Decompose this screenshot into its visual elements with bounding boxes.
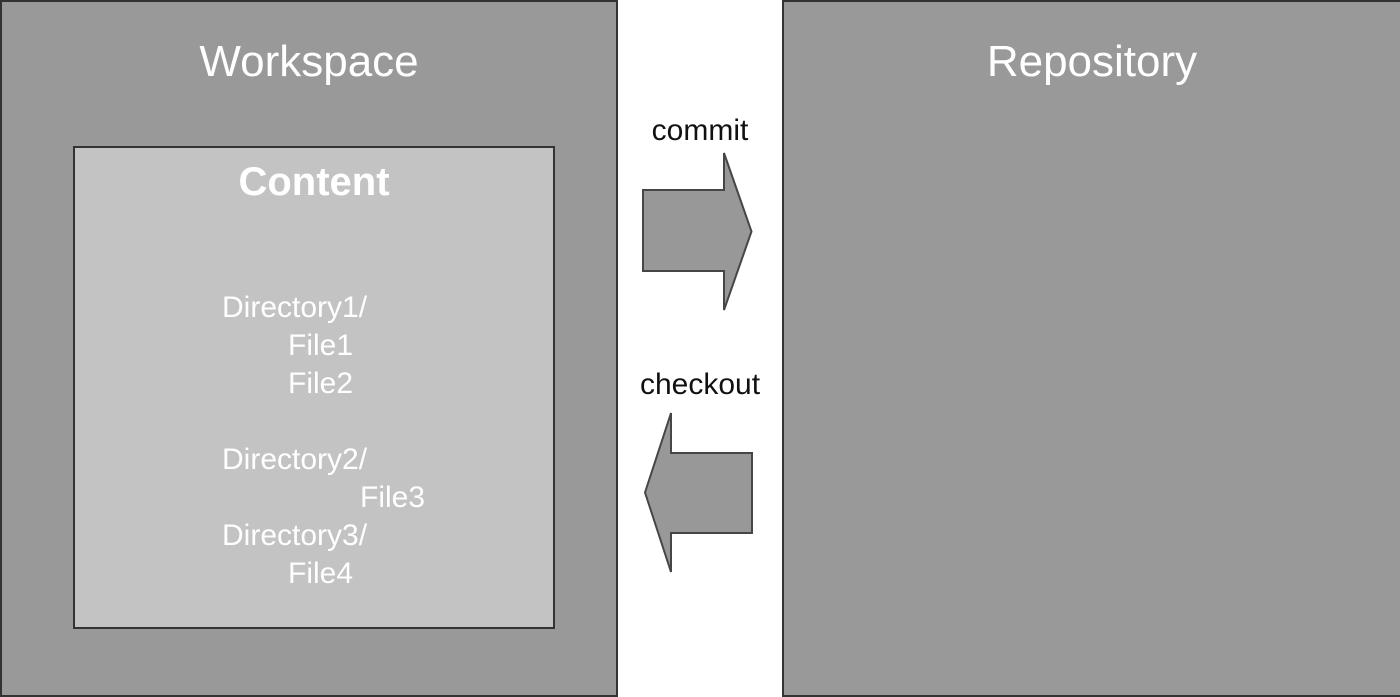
workspace-title: Workspace [199, 37, 419, 86]
content-entry: File2 [288, 367, 354, 400]
content-entry: File3 [360, 481, 426, 514]
commit-label: commit [651, 114, 749, 147]
repository-title: Repository [986, 37, 1198, 86]
commit-arrow-icon [642, 152, 753, 311]
checkout-arrow-icon [643, 412, 753, 573]
content-entry: File4 [288, 557, 354, 590]
content-entry: Directory2/ [222, 443, 368, 476]
content-entry: Directory1/ [222, 291, 368, 324]
checkout-label: checkout [639, 368, 761, 401]
content-title: Content [238, 160, 390, 204]
content-entry: Directory3/ [222, 519, 368, 552]
content-blank-line [222, 403, 425, 441]
repository-panel: Repository [782, 0, 1400, 697]
content-entry: File1 [288, 329, 354, 362]
